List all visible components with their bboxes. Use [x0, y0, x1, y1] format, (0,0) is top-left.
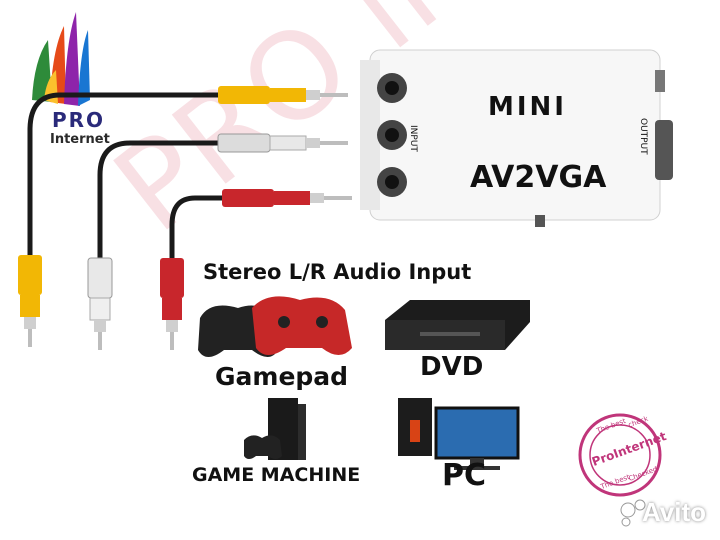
pro-internet-logo-icon	[32, 12, 90, 106]
avito-watermark: Avito	[641, 497, 706, 527]
game-machine-label: GAME MACHINE	[192, 464, 361, 486]
output-label: OUTPUT	[638, 118, 648, 155]
audio-label: Stereo L/R Audio Input	[203, 260, 472, 284]
pc-icon	[398, 398, 520, 470]
dvd-label: DVD	[420, 352, 484, 382]
input-label: INPUT	[408, 125, 418, 152]
gamepad-label: Gamepad	[215, 362, 349, 391]
av2vga-converter	[360, 49, 673, 227]
device-brand: MINI	[488, 92, 567, 122]
avito-logo-icon	[620, 499, 646, 527]
logo-internet-text: Internet	[50, 132, 110, 147]
device-model: AV2VGA	[470, 160, 607, 195]
rca-yellow-plug-top	[218, 86, 348, 104]
dvd-player-icon	[385, 300, 530, 350]
game-console-icon	[244, 398, 306, 460]
rca-white-plug-bottom	[87, 257, 113, 350]
rca-red-plug-top	[222, 189, 352, 207]
proint-stamp-icon	[578, 413, 662, 497]
logo-pro-text: PRO	[52, 108, 106, 132]
rca-red-plug-bottom	[160, 258, 184, 350]
rca-white-plug-top	[217, 133, 348, 153]
rca-yellow-plug-bottom	[18, 255, 42, 347]
gamepad-icon	[198, 296, 352, 357]
pc-label: PC	[442, 458, 487, 493]
cables	[27, 92, 228, 261]
